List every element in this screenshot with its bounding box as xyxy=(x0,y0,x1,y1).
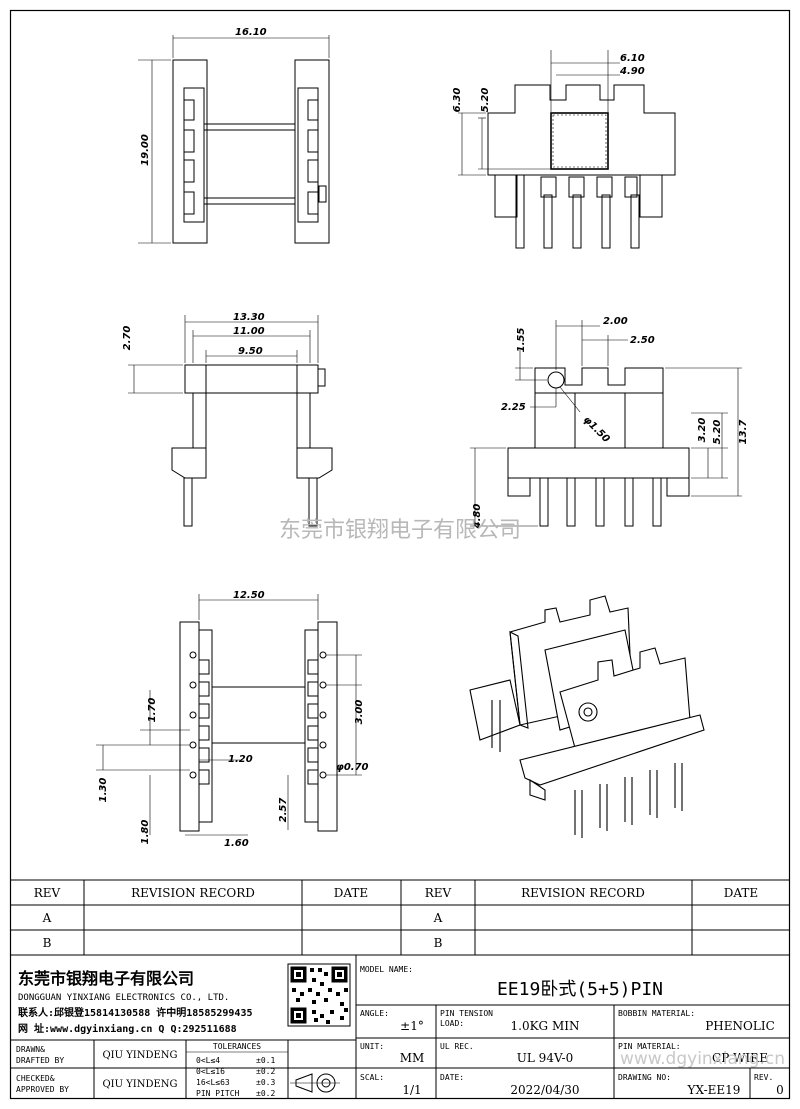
drawn-name: QIU YINDENG xyxy=(102,1050,177,1061)
dim-bottom-d: φ0.70 xyxy=(336,762,369,773)
company-name-en: DONGGUAN YINXIANG ELECTRONICS CO., LTD. xyxy=(18,993,229,1003)
tolerances-label: TOLERANCES xyxy=(213,1042,261,1051)
rev-row-b-left: B xyxy=(43,936,52,950)
dim-bottom-a: 1.70 xyxy=(147,698,158,723)
rev-header-right: REV xyxy=(425,886,452,900)
tol-row-4-range: PIN PITCH xyxy=(196,1089,240,1098)
company-web: 网 址:www.dgyinxiang.cn Q Q:292511688 xyxy=(18,1022,237,1035)
record-header-left: REVISION RECORD xyxy=(131,886,255,900)
view-mid-left xyxy=(128,315,333,527)
dim-bottom-b: 3.00 xyxy=(354,700,365,725)
unit-label: UNIT: xyxy=(360,1042,384,1051)
date-header-left: DATE xyxy=(334,886,368,900)
tol-row-1-range: 0<L≤4 xyxy=(196,1056,220,1065)
dim-bottom-h: 1.60 xyxy=(224,838,249,849)
watermark-center: 东莞市银翔电子有限公司 xyxy=(279,518,521,543)
dim-mid-right-e: 3.20 xyxy=(697,418,708,443)
dim-top-right-h2: 5.20 xyxy=(480,88,491,113)
angle-value: ±1° xyxy=(400,1019,424,1033)
dim-mid-right-hole: φ1.50 xyxy=(581,414,612,445)
pin-tension-value: 1.0KG MIN xyxy=(511,1019,580,1033)
dim-bottom-e: 1.30 xyxy=(98,778,109,803)
tol-row-3-value: ±0.3 xyxy=(256,1078,275,1087)
ul-value: UL 94V-0 xyxy=(517,1051,573,1065)
watermark-corner: www.dgyinxiang.cn xyxy=(620,1049,785,1069)
scale-value: 1/1 xyxy=(402,1083,421,1097)
rev-label: REV. xyxy=(754,1073,773,1082)
angle-label: ANGLE: xyxy=(360,1009,389,1018)
date-value: 2022/04/30 xyxy=(510,1083,579,1097)
dim-mid-left-w3: 9.50 xyxy=(238,346,263,357)
dim-mid-left-w1: 13.30 xyxy=(233,312,265,323)
dim-bottom-g: 1.80 xyxy=(140,820,151,845)
dim-mid-right-f: 5.20 xyxy=(712,420,723,445)
dim-top-right-w2: 4.90 xyxy=(619,66,645,77)
drawn-label-1: DRAWN& xyxy=(16,1045,45,1054)
drawing-no-value: YX-EE19 xyxy=(687,1083,741,1097)
rev-row-a-right: A xyxy=(433,911,443,925)
rev-value: 0 xyxy=(776,1083,784,1097)
dim-mid-right-a: 2.00 xyxy=(603,316,628,327)
view-mid-right xyxy=(470,320,742,527)
dim-top-right-h1: 6.30 xyxy=(452,88,463,113)
checked-name: QIU YINDENG xyxy=(102,1079,177,1090)
date-header-right: DATE xyxy=(724,886,758,900)
dim-mid-right-h: 4.80 xyxy=(472,504,483,530)
dim-top-left-height: 19.00 xyxy=(140,134,151,166)
dim-bottom-c: 1.20 xyxy=(228,754,253,765)
rev-row-b-right: B xyxy=(434,936,443,950)
dim-mid-right-d: 2.25 xyxy=(501,402,526,413)
bobbin-label: BOBBIN MATERIAL: xyxy=(618,1009,695,1018)
unit-value: MM xyxy=(400,1051,425,1065)
dim-bottom-width: 12.50 xyxy=(233,590,265,601)
pin-tension-label-1: PIN TENSION xyxy=(440,1009,493,1018)
company-name-cn: 东莞市银翔电子有限公司 xyxy=(18,969,194,988)
view-isometric xyxy=(469,595,705,838)
view-bottom-left xyxy=(96,594,362,836)
dim-mid-left-h: 2.70 xyxy=(122,326,133,351)
record-header-right: REVISION RECORD xyxy=(521,886,645,900)
dim-mid-right-b: 2.50 xyxy=(630,335,655,346)
checked-label-2: APPROVED BY xyxy=(16,1085,69,1094)
model-value: EE19卧式(5+5)PIN xyxy=(497,979,663,1000)
tol-row-1-value: ±0.1 xyxy=(256,1056,275,1065)
rev-header-left: REV xyxy=(34,886,61,900)
scale-label: SCAL: xyxy=(360,1073,384,1082)
view-top-right xyxy=(458,50,676,249)
date-label: DATE: xyxy=(440,1073,464,1082)
tol-row-3-range: 16<L≤63 xyxy=(196,1078,230,1087)
ul-label: UL REC. xyxy=(440,1042,474,1051)
title-block xyxy=(10,955,790,1098)
rev-row-a-left: A xyxy=(42,911,52,925)
dim-mid-right-c: 1.55 xyxy=(516,328,527,353)
tol-row-2-range: 0<L≤16 xyxy=(196,1067,225,1076)
dim-mid-right-g: 13.7 xyxy=(738,420,749,445)
bobbin-value: PHENOLIC xyxy=(705,1019,775,1033)
drawing-no-label: DRAWING NO: xyxy=(618,1073,671,1082)
dim-top-right-w1: 6.10 xyxy=(620,53,645,64)
view-top-left xyxy=(138,35,330,244)
sheet-border xyxy=(9,9,791,1100)
revision-table xyxy=(10,879,790,956)
tol-row-4-value: ±0.2 xyxy=(256,1089,275,1098)
tol-row-2-value: ±0.2 xyxy=(256,1067,275,1076)
dim-top-left-width: 16.10 xyxy=(235,27,267,38)
pin-tension-label-2: LOAD: xyxy=(440,1019,464,1028)
company-contact: 联系人:邱银登15814130588 许中明18585299435 xyxy=(18,1006,253,1019)
drawn-label-2: DRAFTED BY xyxy=(16,1056,64,1065)
model-label: MODEL NAME: xyxy=(360,965,413,974)
pin-material-value: CP WIRE xyxy=(712,1051,768,1065)
dim-mid-left-w2: 11.00 xyxy=(233,326,265,337)
checked-label-1: CHECKED& xyxy=(16,1074,55,1083)
dim-bottom-f: 2.57 xyxy=(278,798,289,823)
pin-material-label: PIN MATERIAL: xyxy=(618,1042,681,1051)
